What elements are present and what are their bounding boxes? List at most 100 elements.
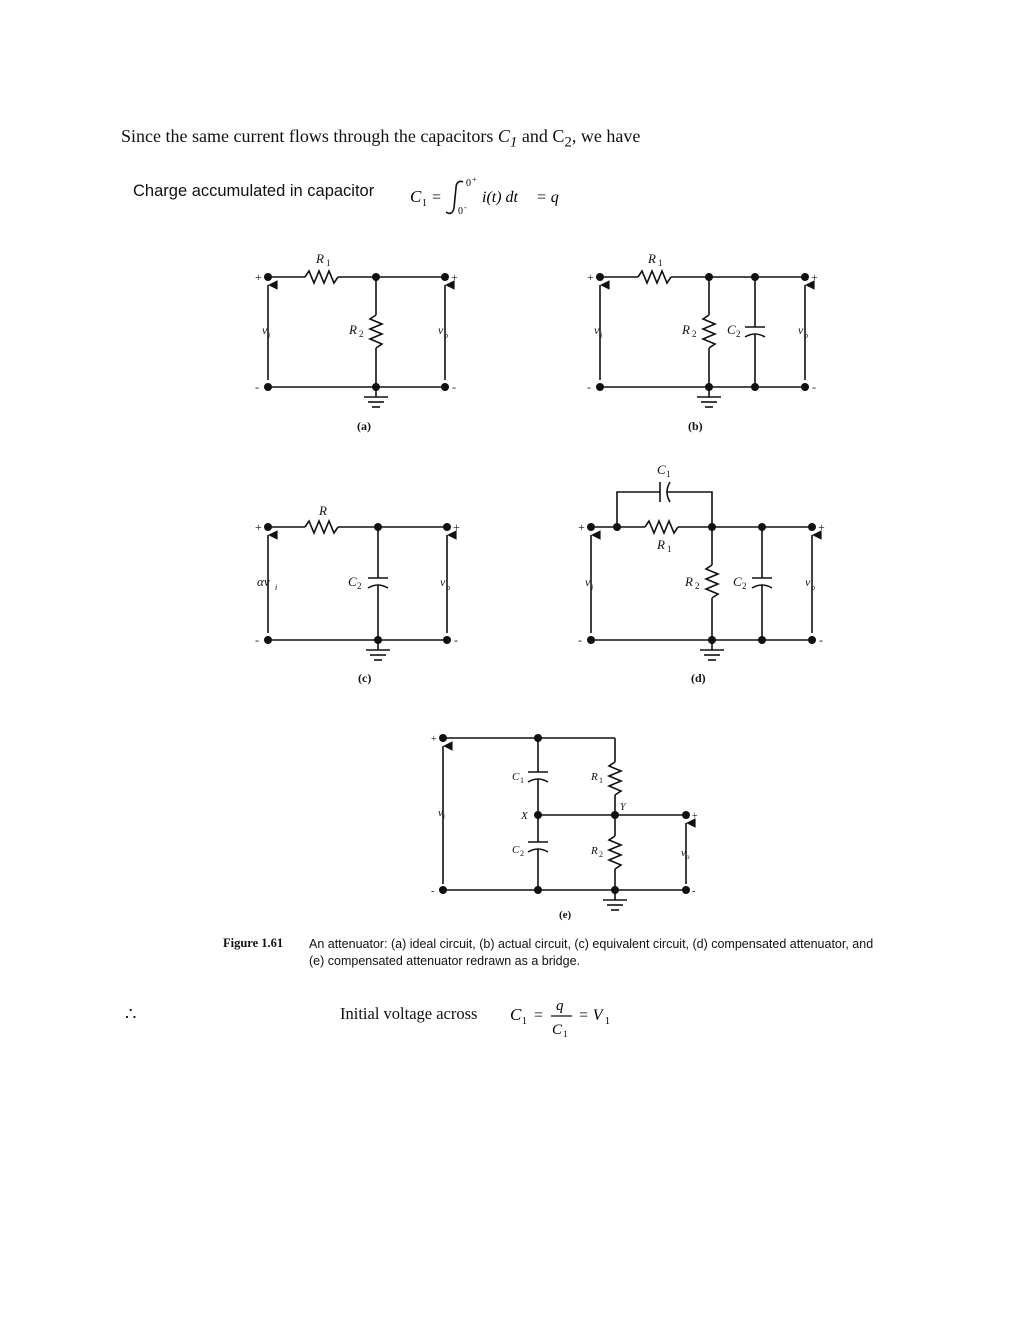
e-r1-label: R: [590, 771, 598, 783]
a-minus-out: -: [452, 380, 456, 394]
c-minus-in: -: [255, 633, 259, 647]
b-minus-out: -: [812, 380, 816, 394]
initial-lhs-sub: 1: [522, 1016, 527, 1027]
b-r1-sub: 1: [658, 258, 663, 268]
e-c2-sub: 2: [520, 849, 524, 858]
caption-text: An attenuator: (a) ideal circuit, (b) ac…: [309, 937, 874, 968]
initial-num: q: [556, 998, 564, 1014]
b-r2-label: R: [681, 322, 690, 337]
charge-upper-sup: +: [472, 175, 477, 184]
caption-figure-number: Figure 1.61: [223, 936, 284, 950]
e-y-label: Y: [620, 802, 627, 813]
initial-den: C: [552, 1022, 563, 1038]
ground-icon: [364, 396, 388, 408]
intro-text-before: Since the same current flows through the…: [121, 126, 498, 146]
b-vo-sub: o: [804, 331, 808, 340]
resistor-r2-icon: [367, 314, 385, 349]
d-vi-label: v: [585, 575, 591, 589]
a-figure-label: (a): [357, 419, 371, 433]
d-minus-out: -: [819, 633, 823, 647]
c-vo-label: v: [440, 575, 446, 589]
e-r2-sub: 2: [599, 850, 603, 859]
intro-text-after: , we have: [571, 126, 641, 146]
resistor-r1-icon: [644, 518, 679, 536]
charge-rhs: = q: [536, 189, 559, 206]
intro-c1-sub: 1: [509, 134, 518, 151]
charge-lhs: C: [410, 187, 422, 206]
e-vi-sub: i: [443, 813, 445, 821]
charge-upper: 0: [466, 178, 471, 189]
a-r1-sub: 1: [326, 258, 331, 268]
d-vo-label: v: [805, 575, 811, 589]
resistor-r1-icon: [304, 268, 339, 286]
c-plus-in: +: [255, 520, 262, 534]
resistor-r1-icon: [606, 761, 624, 796]
b-c2-sub: 2: [736, 329, 741, 339]
initial-rhs-sub: 1: [605, 1016, 610, 1027]
c-vi-sub: i: [275, 583, 277, 592]
c-minus-out: -: [454, 633, 458, 647]
d-r1-sub: 1: [667, 544, 672, 554]
b-minus-in: -: [587, 380, 591, 394]
b-vi-label: v: [594, 323, 600, 337]
e-c1-sub: 1: [520, 776, 524, 785]
e-r1-sub: 1: [599, 776, 603, 785]
a-vi-sub: i: [268, 331, 270, 340]
e-figure-label: (e): [559, 909, 572, 921]
d-c2-sub: 2: [742, 581, 747, 591]
integral-sign-icon: [445, 180, 464, 215]
b-r1-label: R: [647, 251, 656, 266]
b-c2-label: C: [727, 322, 736, 337]
d-c1-sub: 1: [666, 469, 671, 479]
b-vo-label: v: [798, 323, 804, 337]
resistor-r2-icon: [700, 314, 718, 349]
c-plus-out: +: [453, 520, 460, 534]
ground-icon: [603, 899, 627, 911]
initial-rhs: = V: [578, 1007, 605, 1024]
charge-eq: =: [432, 189, 441, 206]
e-plus-out: +: [692, 811, 698, 822]
charge-math: C 1 = 0 + 0 - i(t) dt = q: [410, 175, 559, 216]
d-figure-label: (d): [691, 671, 706, 685]
d-r2-sub: 2: [695, 581, 700, 591]
d-c2-label: C: [733, 574, 742, 589]
d-vi-sub: i: [591, 583, 593, 592]
a-plus-in: +: [255, 270, 262, 284]
b-vi-sub: i: [600, 331, 602, 340]
d-r1-label: R: [656, 537, 665, 552]
e-minus-in: -: [431, 886, 434, 897]
initial-label: Initial voltage across: [340, 1004, 478, 1023]
a-vo-sub: o: [444, 331, 448, 340]
initial-den-sub: 1: [563, 1029, 568, 1039]
c-vi-label: αv: [257, 574, 270, 589]
e-vi-label: v: [438, 807, 443, 819]
ground-icon: [700, 649, 724, 661]
resistor-r-icon: [304, 518, 339, 536]
e-c2-label: C: [512, 844, 520, 856]
attenuator-figure: + + - - R 1 R 2 v i v o (a) + + - - R 1 …: [255, 251, 825, 921]
e-c1-label: C: [512, 771, 520, 783]
resistor-r1-icon: [637, 268, 672, 286]
charge-lower-sup: -: [464, 203, 467, 212]
intro-c1: C: [497, 126, 510, 146]
a-vo-label: v: [438, 323, 444, 337]
initial-math: C 1 = q C 1 = V 1: [510, 998, 610, 1039]
b-plus-in: +: [587, 270, 594, 284]
c-vo-sub: o: [446, 583, 450, 592]
a-r1-label: R: [315, 251, 324, 266]
charge-integrand: i(t) dt: [482, 189, 519, 206]
resistor-r2-icon: [703, 564, 721, 599]
d-minus-in: -: [578, 633, 582, 647]
circuit-d: [590, 481, 822, 661]
ground-icon: [697, 396, 721, 408]
initial-lhs: C: [510, 1005, 522, 1024]
d-vo-sub: o: [811, 583, 815, 592]
a-r2-sub: 2: [359, 329, 364, 339]
c-r-label: R: [318, 503, 327, 518]
circuit-b: [599, 268, 815, 408]
e-minus-out: -: [692, 886, 695, 897]
c-c2-sub: 2: [357, 581, 362, 591]
circuit-e: [442, 737, 696, 911]
circuit-a: [267, 268, 455, 408]
charge-label: Charge accumulated in capacitor: [133, 182, 375, 200]
